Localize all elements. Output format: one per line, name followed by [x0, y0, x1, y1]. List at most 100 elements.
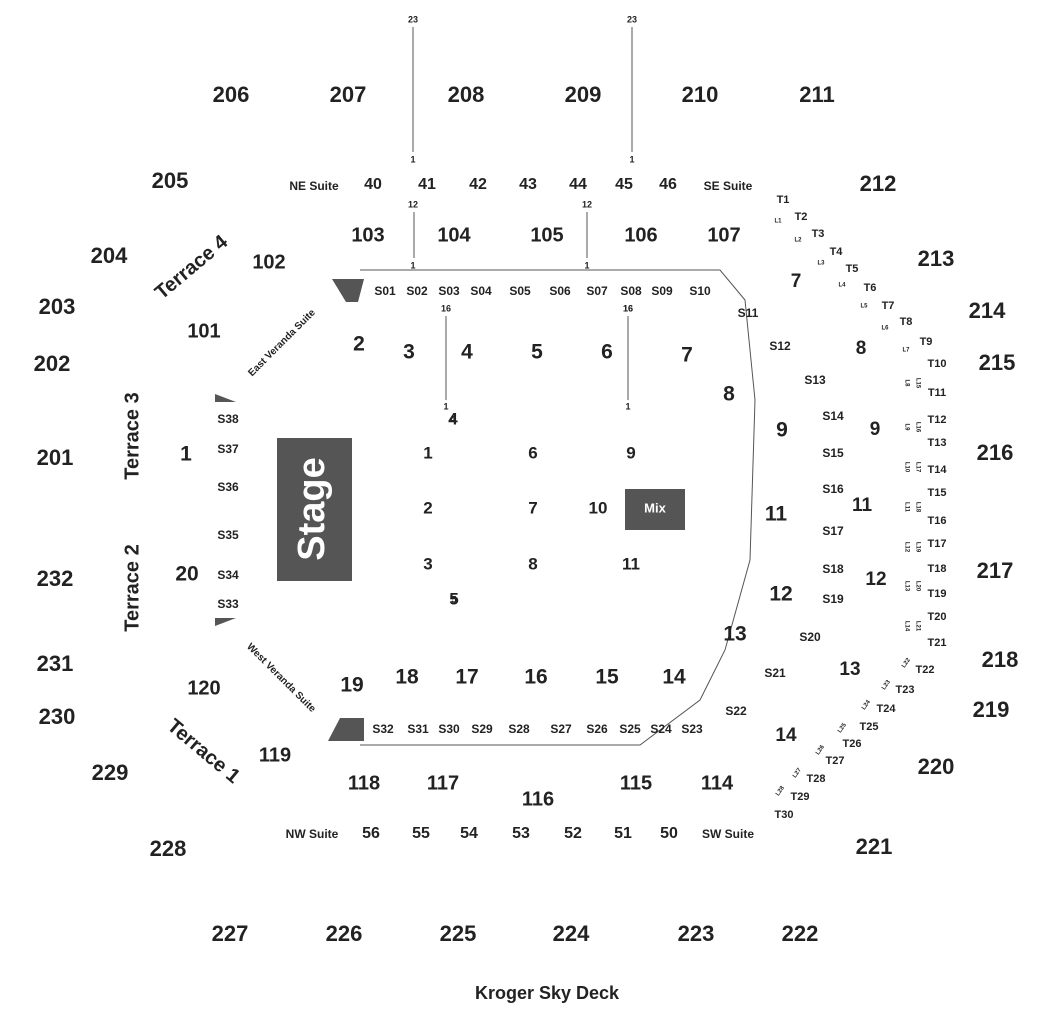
floor-ring-section-4[interactable]: 4 [461, 341, 473, 364]
upper-section-213[interactable]: 213 [918, 246, 955, 271]
upper-section-211[interactable]: 211 [799, 82, 835, 107]
club-box-51[interactable]: 51 [614, 825, 632, 842]
loge-box-l9[interactable]: L9 [903, 423, 909, 431]
suite-box-s07[interactable]: S07 [586, 284, 608, 298]
floor-section-11[interactable]: 11 [622, 554, 640, 573]
suite-box-s24[interactable]: S24 [650, 722, 672, 736]
suite-box-s34[interactable]: S34 [217, 568, 239, 582]
floor-ring-section-7[interactable]: 7 [681, 344, 693, 367]
lower-section-118[interactable]: 118 [348, 772, 380, 794]
suite-box-s12[interactable]: S12 [769, 339, 791, 353]
terrace-box-t9[interactable]: T9 [920, 336, 933, 348]
suite-box-s05[interactable]: S05 [509, 284, 531, 298]
loge-box-l21[interactable]: L21 [914, 621, 920, 632]
club-box-53[interactable]: 53 [512, 825, 530, 842]
upper-section-203[interactable]: 203 [39, 294, 76, 319]
upper-section-216[interactable]: 216 [977, 440, 1014, 465]
inner-section-7[interactable]: 7 [791, 271, 802, 292]
suite-box-s29[interactable]: S29 [471, 722, 493, 736]
loge-box-l14[interactable]: L14 [903, 621, 909, 632]
upper-section-217[interactable]: 217 [977, 558, 1014, 583]
loge-box-l10[interactable]: L10 [903, 462, 909, 473]
suite-box-s06[interactable]: S06 [549, 284, 571, 298]
loge-box-l26[interactable]: L26 [815, 744, 826, 756]
terrace-box-t5[interactable]: T5 [846, 263, 859, 275]
lower-section-116[interactable]: 116 [522, 788, 554, 810]
suite-box-s02[interactable]: S02 [406, 284, 428, 298]
loge-box-l15[interactable]: L15 [914, 378, 920, 389]
upper-section-230[interactable]: 230 [39, 704, 76, 729]
upper-section-220[interactable]: 220 [918, 754, 955, 779]
loge-box-l17[interactable]: L17 [914, 462, 920, 473]
club-box-44[interactable]: 44 [569, 176, 587, 193]
loge-box-l16[interactable]: L16 [914, 422, 920, 433]
upper-section-202[interactable]: 202 [34, 351, 71, 376]
loge-box-l28[interactable]: L28 [775, 785, 786, 797]
floor-ring-section-3[interactable]: 3 [403, 341, 415, 364]
club-box-40[interactable]: 40 [364, 176, 382, 193]
floor-ring-section-16[interactable]: 16 [524, 666, 547, 689]
suite-box-s23[interactable]: S23 [681, 722, 703, 736]
suite-box-s04[interactable]: S04 [470, 284, 492, 298]
suite-box-s31[interactable]: S31 [407, 722, 429, 736]
terrace-box-t7[interactable]: T7 [882, 300, 895, 312]
floor-ring-section-15[interactable]: 15 [595, 666, 619, 689]
upper-section-225[interactable]: 225 [440, 921, 477, 946]
upper-section-207[interactable]: 207 [330, 82, 367, 107]
lower-section-115[interactable]: 115 [620, 772, 652, 794]
upper-section-204[interactable]: 204 [91, 243, 128, 268]
terrace-box-t8[interactable]: T8 [900, 316, 913, 328]
terrace-box-t18[interactable]: T18 [928, 563, 947, 575]
lower-section-101[interactable]: 101 [187, 320, 220, 342]
suite-box-s30[interactable]: S30 [438, 722, 460, 736]
floor-ring-section-17[interactable]: 17 [455, 666, 478, 689]
loge-box-l8[interactable]: L8 [903, 379, 909, 387]
floor-ring-section-12[interactable]: 12 [769, 583, 792, 606]
floor-section-6[interactable]: 6 [528, 443, 537, 462]
suite-box-s35[interactable]: S35 [217, 528, 239, 542]
floor-ring-section-6[interactable]: 6 [601, 341, 613, 364]
club-box-41[interactable]: 41 [418, 176, 436, 193]
floor-ring-section-11[interactable]: 11 [765, 503, 788, 526]
floor-ring-section-20[interactable]: 20 [175, 563, 198, 586]
lower-section-120[interactable]: 120 [187, 677, 220, 699]
lower-section-103[interactable]: 103 [351, 224, 384, 246]
suite-box-s27[interactable]: S27 [550, 722, 572, 736]
suite-box-s19[interactable]: S19 [822, 592, 844, 606]
floor-section-3[interactable]: 3 [423, 554, 432, 573]
upper-section-227[interactable]: 227 [212, 921, 249, 946]
upper-section-206[interactable]: 206 [213, 82, 250, 107]
terrace-box-t20[interactable]: T20 [928, 611, 947, 623]
suite-box-s08[interactable]: S08 [620, 284, 642, 298]
upper-section-221[interactable]: 221 [856, 834, 893, 859]
mix-position[interactable] [625, 489, 685, 530]
club-box-43[interactable]: 43 [519, 176, 537, 193]
lower-section-102[interactable]: 102 [252, 251, 285, 273]
upper-section-210[interactable]: 210 [682, 82, 719, 107]
floor-ring-section-2[interactable]: 2 [353, 333, 365, 356]
loge-box-l13[interactable]: L13 [903, 581, 909, 592]
terrace-box-t1[interactable]: T1 [777, 194, 790, 206]
suite-box-s22[interactable]: S22 [725, 704, 747, 718]
suite-box-s17[interactable]: S17 [822, 524, 844, 538]
suite-box-s25[interactable]: S25 [619, 722, 641, 736]
club-box-42[interactable]: 42 [469, 176, 487, 193]
suite-box-s33[interactable]: S33 [217, 597, 239, 611]
upper-section-215[interactable]: 215 [979, 350, 1016, 375]
terrace-box-t15[interactable]: T15 [928, 487, 947, 499]
floor-section-5[interactable]: 5 [449, 589, 458, 608]
terrace-box-t13[interactable]: T13 [928, 437, 947, 449]
suite-box-s26[interactable]: S26 [586, 722, 608, 736]
loge-box-l20[interactable]: L20 [914, 581, 920, 592]
upper-section-218[interactable]: 218 [982, 647, 1019, 672]
terrace-box-t6[interactable]: T6 [864, 282, 877, 294]
upper-section-223[interactable]: 223 [678, 921, 715, 946]
club-box-55[interactable]: 55 [412, 825, 430, 842]
floor-section-2[interactable]: 2 [423, 498, 432, 517]
lower-section-105[interactable]: 105 [530, 224, 563, 246]
loge-box-l7[interactable]: L7 [902, 348, 910, 354]
loge-box-l23[interactable]: L23 [881, 679, 892, 691]
suite-box-s09[interactable]: S09 [651, 284, 673, 298]
terrace-box-t26[interactable]: T26 [843, 738, 862, 750]
inner-section-11[interactable]: 11 [852, 495, 873, 516]
